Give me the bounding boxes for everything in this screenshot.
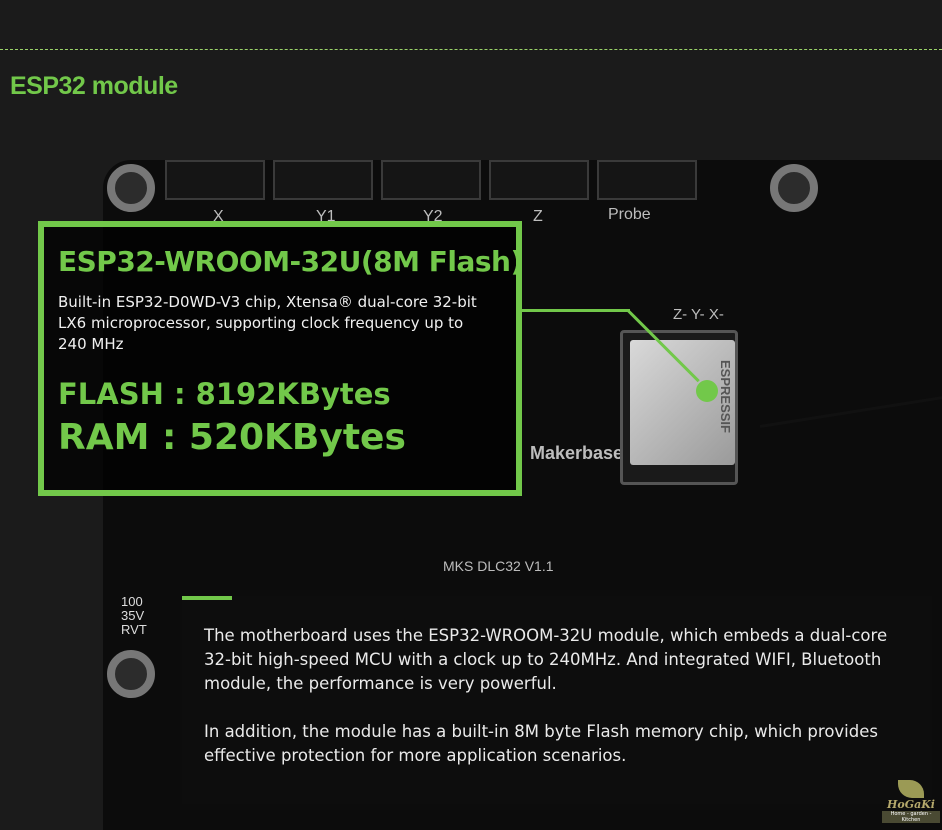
brand-logo: HoGaKi Home - garden - Kitchen: [882, 780, 940, 823]
silk-brand: Makerbase: [530, 443, 624, 463]
silk-label: Probe: [608, 206, 651, 223]
callout-body: Built-in ESP32-D0WD-V3 chip, Xtensa® dua…: [58, 293, 477, 353]
logo-tagline: Home - garden - Kitchen: [882, 811, 940, 823]
callout-heading: ESP32-WROOM-32U(8M Flash): [58, 245, 523, 278]
connector: [165, 160, 265, 200]
ram-spec: RAM : 520KBytes: [58, 417, 406, 458]
silk-model: MKS DLC32 V1.1: [443, 558, 554, 574]
silk-label: Y1: [316, 208, 336, 225]
mounting-hole: [770, 164, 818, 212]
description-paragraph: In addition, the module has a built-in 8…: [204, 722, 878, 765]
module-shield: ESPRESSIF: [630, 340, 735, 465]
dashed-divider: [0, 49, 942, 50]
capacitor-label: 100 35V RVT: [121, 594, 147, 637]
mounting-hole: [107, 164, 155, 212]
section-title: ESP32 module: [10, 72, 178, 100]
silk-label: Y2: [423, 208, 443, 225]
description-panel: The motherboard uses the ESP32-WROOM-32U…: [182, 596, 932, 804]
module-label: ESPRESSIF: [718, 360, 733, 433]
connector: [597, 160, 697, 200]
silk-label: X: [213, 208, 224, 225]
callout-dot: [696, 380, 718, 402]
mounting-hole: [107, 650, 155, 698]
leaf-house-icon: [898, 780, 924, 798]
logo-name: HoGaKi: [887, 798, 935, 811]
accent-bar: [182, 596, 232, 600]
callout-line: [520, 309, 630, 312]
connector: [381, 160, 481, 200]
connector: [489, 160, 589, 200]
silk-label: Z: [533, 208, 543, 225]
flash-spec: FLASH : 8192KBytes: [58, 377, 391, 411]
module-callout: ESP32-WROOM-32U(8M Flash) Built-in ESP32…: [38, 221, 523, 496]
description-paragraph: The motherboard uses the ESP32-WROOM-32U…: [204, 626, 888, 693]
connector: [273, 160, 373, 200]
silk-label: Z- Y- X-: [673, 306, 724, 323]
